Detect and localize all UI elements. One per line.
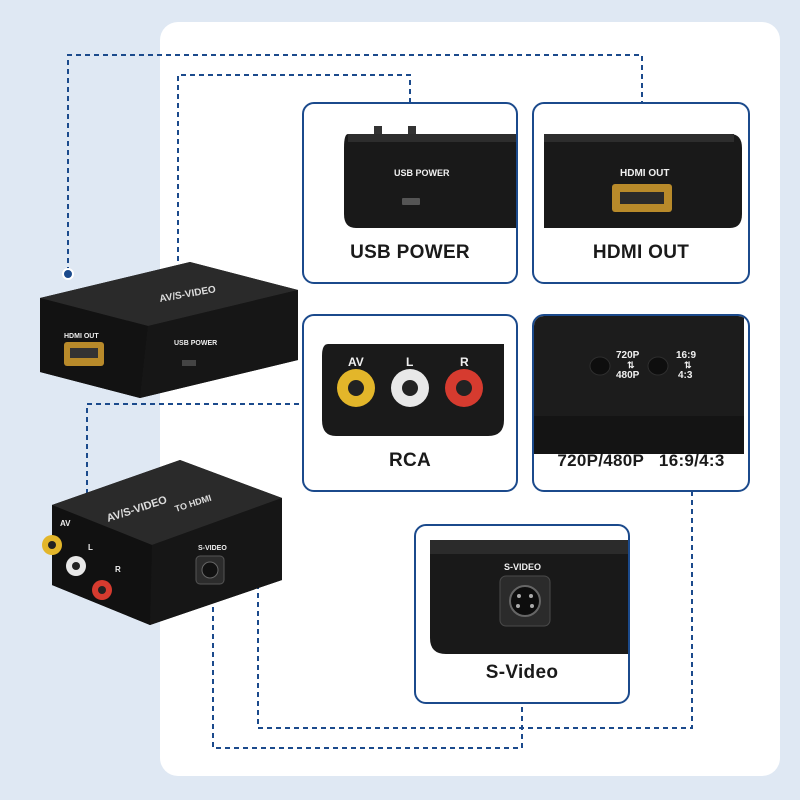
card-hdmi-out-caption: HDMI OUT bbox=[592, 242, 690, 263]
switch-720p-label: 720P bbox=[616, 350, 640, 361]
rca-photo-av: AV bbox=[348, 355, 364, 369]
usb-power-photo-label: USB POWER bbox=[394, 168, 450, 178]
device-bottom-l-label: L bbox=[88, 543, 93, 552]
device-top-hdmi-label: HDMI OUT bbox=[64, 333, 99, 340]
rca-photo: AV L R bbox=[304, 316, 516, 464]
card-s-video: S-VIDEO S-Video bbox=[414, 524, 630, 704]
rca-photo-l: L bbox=[406, 355, 413, 369]
card-hdmi-out: HDMI OUT HDMI OUT bbox=[532, 102, 750, 284]
connector-line-hdmi bbox=[67, 54, 643, 272]
card-usb-power-caption: USB POWER bbox=[350, 242, 470, 263]
card-rca: AV L R RCA bbox=[302, 314, 518, 492]
hdmi-out-photo: HDMI OUT bbox=[534, 104, 748, 252]
rca-photo-r: R bbox=[460, 355, 469, 369]
card-s-video-caption: S-Video bbox=[485, 662, 559, 683]
connector-line-switches bbox=[257, 452, 693, 729]
connector-line-usb bbox=[177, 74, 411, 288]
connector-dot-hdmi bbox=[62, 268, 74, 280]
device-bottom-r-label: R bbox=[115, 565, 121, 574]
svg-text:⇅: ⇅ bbox=[684, 360, 692, 370]
connector-line-rca bbox=[86, 403, 302, 530]
card-switches: 720P ⇅ 480P 16:9 ⇅ 4:3 720P/480P 16:9/4:… bbox=[532, 314, 750, 492]
device-top-usb-label: USB POWER bbox=[174, 340, 217, 347]
device-photo-top: AV/S-VIDEO HDMI OUT USB POWER bbox=[40, 262, 298, 398]
card-usb-power: USB POWER USB POWER bbox=[302, 102, 518, 284]
s-video-photo: S-VIDEO bbox=[416, 526, 628, 674]
switch-480p-label: 480P bbox=[616, 370, 640, 381]
switches-photo: 720P ⇅ 480P 16:9 ⇅ 4:3 bbox=[534, 316, 748, 464]
device-bottom-av-label: AV bbox=[60, 519, 71, 528]
switch-43-label: 4:3 bbox=[678, 370, 693, 381]
usb-power-photo: USB POWER bbox=[304, 104, 516, 252]
device-photo-bottom: AV/S-VIDEO TO HDMI AV L R S-VIDEO bbox=[42, 460, 282, 625]
s-video-photo-label: S-VIDEO bbox=[504, 562, 541, 572]
hdmi-out-photo-label: HDMI OUT bbox=[620, 168, 669, 179]
connector-line-svideo bbox=[212, 580, 523, 749]
svg-text:⇅: ⇅ bbox=[627, 360, 635, 370]
card-switches-caption: 720P/480P 16:9/4:3 bbox=[557, 451, 725, 470]
device-bottom-svideo-label: S-VIDEO bbox=[198, 545, 227, 552]
card-rca-caption: RCA bbox=[388, 450, 432, 471]
switch-169-label: 16:9 bbox=[676, 350, 696, 361]
